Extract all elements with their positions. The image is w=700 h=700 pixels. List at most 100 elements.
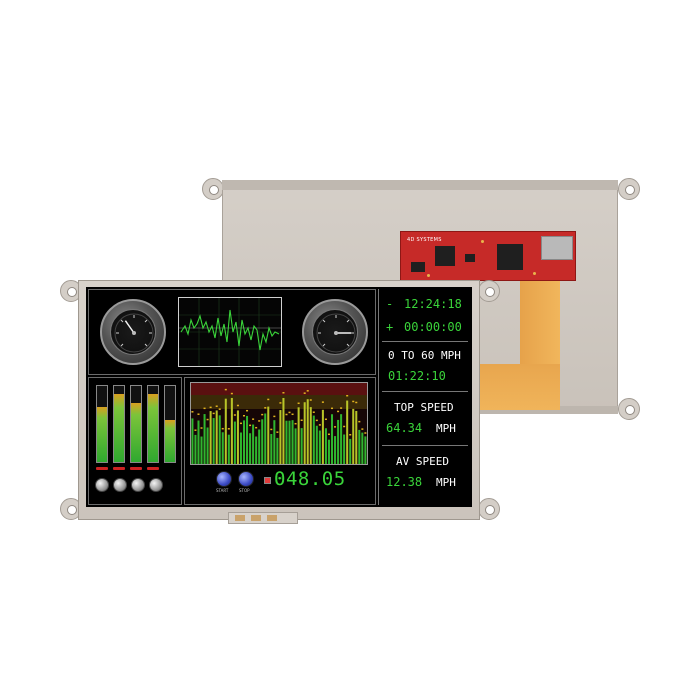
left-gauge-face (110, 309, 156, 355)
meter-led (147, 467, 159, 470)
spectrum-peak (324, 418, 327, 421)
spectrum-bar (194, 434, 197, 464)
spectrum-peak (264, 407, 267, 409)
meter-led (130, 467, 142, 470)
spectrum-peak (346, 394, 349, 397)
spectrum-peak (364, 432, 367, 434)
top-panel-frame (88, 289, 376, 375)
spectrum-bar (300, 428, 303, 464)
pcb-component (533, 272, 536, 275)
spectrum-bar (288, 420, 291, 464)
spectrum-bar (330, 414, 334, 464)
spectrum-bar (279, 410, 282, 464)
spectrum-bar (349, 438, 352, 464)
left-gauge (100, 299, 166, 365)
level-meter (96, 385, 108, 463)
spectrum-peak (352, 400, 355, 403)
level-meter (113, 385, 125, 463)
spectrum-peak (206, 418, 209, 421)
spectrum-peak (343, 425, 346, 428)
spectrum-bar (297, 407, 300, 464)
spectrum-bar (276, 437, 279, 464)
column-divider (378, 289, 379, 505)
spectrum-bar (355, 410, 358, 464)
spectrum-bar (261, 419, 264, 464)
spectrum-peak (218, 408, 221, 410)
spectrum-peak (270, 428, 273, 431)
spectrum-peak (276, 431, 279, 433)
info-separator (382, 391, 468, 392)
spectrum-peak (334, 426, 337, 428)
spectrum-bar (197, 420, 200, 464)
clock-prefix: - (386, 297, 394, 311)
spectrum-peak (321, 401, 324, 403)
spectrum-bar (191, 418, 194, 464)
spectrum-bar (327, 439, 330, 464)
stop-button[interactable] (238, 471, 254, 487)
spectrum-peak (306, 390, 309, 392)
rotary-knob[interactable] (149, 478, 163, 492)
spectrum-bar (291, 420, 294, 464)
spectrum-bars (191, 383, 367, 464)
spectrum-peak (194, 429, 197, 431)
avg-speed-value: 12.38 (386, 475, 423, 489)
info-separator (382, 341, 468, 342)
mount-hole-top-right (478, 280, 500, 302)
flex-cable-horizontal (480, 364, 560, 410)
spectrum-bar (312, 415, 315, 464)
timer-prefix: + (386, 320, 394, 334)
spectrum-peak (191, 411, 194, 413)
spectrum-bar (318, 430, 321, 464)
spectrum-peak (294, 422, 297, 425)
display-value: 048.05 (274, 468, 346, 490)
spectrum-peak (233, 414, 236, 416)
spectrum-bar (306, 399, 309, 464)
spectrum-peak (349, 434, 352, 436)
spectrum-bar (282, 397, 285, 464)
avg-speed-label: AV SPEED (396, 455, 449, 468)
spectrum-panel-frame (184, 377, 376, 505)
rotary-knob[interactable] (113, 478, 127, 492)
meter-fill (148, 393, 158, 462)
spectrum-peak (279, 402, 282, 404)
mount-hole-top-left (202, 178, 224, 200)
waveform-window (178, 297, 282, 367)
spectrum-peak (246, 409, 249, 412)
meter-fill (114, 393, 124, 462)
top-speed-unit: MPH (436, 422, 456, 435)
spectrum-peak (309, 399, 312, 401)
spectrum-peak (230, 392, 233, 395)
spectrum-peak (227, 428, 230, 430)
spectrum-peak (340, 407, 343, 409)
spectrum-bar (255, 436, 258, 464)
spectrum-bar (218, 415, 221, 464)
meter-fill (165, 420, 175, 462)
pcb-chip (435, 246, 455, 266)
spectrum-peak (236, 404, 239, 407)
spectrum-peak (315, 419, 318, 422)
rotary-knob[interactable] (131, 478, 145, 492)
spectrum-bar (334, 436, 337, 464)
spectrum-peak (291, 413, 294, 416)
spectrum-peak (252, 418, 255, 420)
display-ghost-digit: 8 (274, 468, 286, 490)
spectrum-bar (227, 434, 230, 464)
rotary-knob[interactable] (95, 478, 109, 492)
mount-hole-bottom-right (478, 498, 500, 520)
level-meter (130, 385, 142, 463)
start-button[interactable] (216, 471, 232, 487)
info-separator (382, 445, 468, 446)
spectrum-peak (224, 388, 227, 391)
spectrum-bar (352, 408, 355, 464)
tail-contact (267, 515, 277, 521)
pcb-chip (497, 244, 523, 270)
spectrum-bar (364, 436, 367, 464)
left-gauge-needle (114, 313, 154, 353)
accel-time: 01:22:10 (388, 369, 446, 383)
sd-card-slot (541, 236, 573, 260)
spectrum-peak (239, 422, 242, 425)
spectrum-bar (221, 432, 224, 464)
spectrum-bar (273, 420, 276, 464)
spectrum-bar (321, 409, 324, 464)
spectrum-bar (324, 428, 327, 464)
